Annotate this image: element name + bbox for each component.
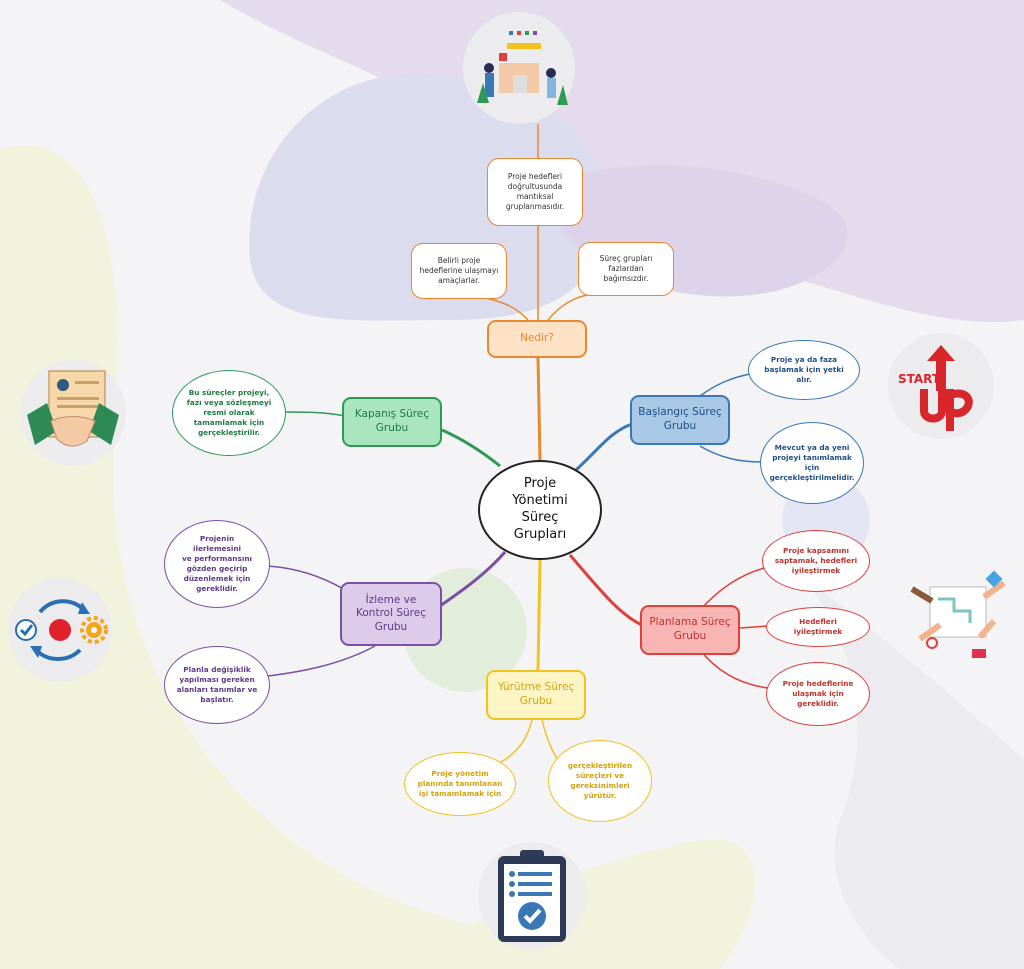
team-illustration-icon xyxy=(463,12,575,124)
start-up-icon: START xyxy=(888,333,994,439)
planlama-item-1[interactable]: Proje kapsamını saptamak, hedefleri iyil… xyxy=(762,530,870,592)
planlama-node[interactable]: Planlama Süreç Grubu xyxy=(640,605,740,655)
yurutme-node[interactable]: Yürütme Süreç Grubu xyxy=(486,670,586,720)
center-label: Proje Yönetimi Süreç Grupları xyxy=(512,476,568,542)
nedir-item-2[interactable]: Belirli proje hedeflerine ulaşmayı amaçl… xyxy=(411,243,507,299)
kapanis-label: Kapanış Süreç Grubu xyxy=(354,408,430,434)
izleme-node[interactable]: İzleme ve Kontrol Süreç Grubu xyxy=(340,582,442,646)
cycle-process-icon xyxy=(8,578,112,682)
center-node[interactable]: Proje Yönetimi Süreç Grupları xyxy=(478,460,602,560)
izleme-item-2[interactable]: Planla değişiklik yapılması gereken alan… xyxy=(164,646,270,724)
baslangic-item-2[interactable]: Mevcut ya da yeni projeyi tanımlamak içi… xyxy=(760,422,864,504)
branch-planlama xyxy=(568,554,643,627)
branch-yurutme xyxy=(536,559,542,671)
baslangic-label: Başlangıç Süreç Grubu xyxy=(638,406,722,432)
kapanis-node[interactable]: Kapanış Süreç Grubu xyxy=(342,397,442,447)
nedir-node[interactable]: Nedir? xyxy=(487,320,587,358)
branch-baslangic xyxy=(574,422,633,472)
planlama-item-2[interactable]: Hedefleri iyileştirmek xyxy=(766,607,870,647)
kapanis-item-1[interactable]: Bu süreçler projeyi, fazı veya sözleşmey… xyxy=(172,370,286,456)
branch-izleme xyxy=(439,551,507,608)
planlama-item-3[interactable]: Proje hedeflerine ulaşmak için gereklidi… xyxy=(766,662,870,726)
nedir-label: Nedir? xyxy=(520,332,554,345)
yurutme-item-2[interactable]: gerçekleştirilen süreçleri ve gereksinim… xyxy=(548,740,652,822)
izleme-item-1[interactable]: Projenin ilerlemesini ve performansını g… xyxy=(164,520,270,608)
planlama-label: Planlama Süreç Grubu xyxy=(649,616,731,642)
yurutme-item-1[interactable]: Proje yönetim planında tanımlanan işi ta… xyxy=(404,752,516,816)
planning-hands-icon xyxy=(906,565,1010,669)
branch-nedir xyxy=(536,356,542,461)
start-label: START xyxy=(898,372,941,386)
handshake-contract-icon xyxy=(20,360,126,466)
nedir-item-1[interactable]: Proje hedefleri doğrultusunda mantıksal … xyxy=(487,158,583,226)
nedir-item-3[interactable]: Süreç grupları fazlardan bağımsızdır. xyxy=(578,242,674,296)
checklist-icon xyxy=(478,842,586,950)
branch-kapanis xyxy=(441,428,501,468)
baslangic-node[interactable]: Başlangıç Süreç Grubu xyxy=(630,395,730,445)
baslangic-item-1[interactable]: Proje ya da faza başlamak için yetki alı… xyxy=(748,340,860,400)
izleme-label: İzleme ve Kontrol Süreç Grubu xyxy=(356,593,426,633)
yurutme-label: Yürütme Süreç Grubu xyxy=(497,681,575,707)
